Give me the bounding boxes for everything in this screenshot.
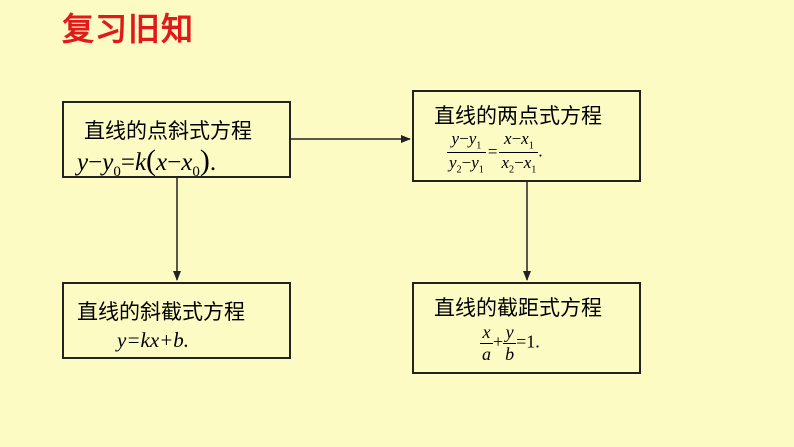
point-slope-box: 直线的点斜式方程 y−y0=k(x−x0).: [62, 101, 291, 180]
point-slope-formula: y−y0=k(x−x0).: [77, 144, 217, 180]
two-point-label: 直线的两点式方程: [434, 104, 602, 128]
slope-intercept-formula: y=kx+b.: [117, 328, 190, 352]
page-title: 复习旧知: [62, 10, 195, 48]
point-slope-label: 直线的点斜式方程: [84, 119, 252, 143]
slope-intercept-label: 直线的斜截式方程: [77, 300, 245, 324]
intercept-label: 直线的截距式方程: [434, 296, 602, 320]
slope-intercept-box: 直线的斜截式方程 y=kx+b.: [62, 282, 291, 359]
